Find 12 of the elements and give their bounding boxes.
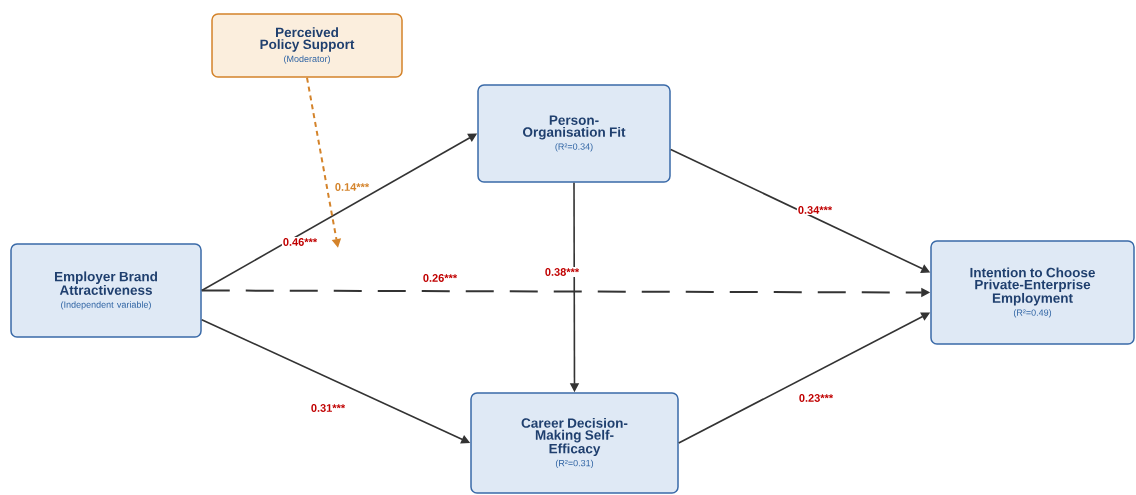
- variable-box: Career Decision-Making Self-Efficacy (R²=0.31): [470, 392, 679, 494]
- variable-box: Intention to Choose Private-Enterprise Employment (R²=0.49): [930, 240, 1135, 345]
- edge-label: 0.14***: [333, 182, 371, 192]
- edge-label: 0.34***: [796, 205, 834, 215]
- edge-label: 0.46***: [281, 237, 319, 247]
- edge-label: 0.23***: [797, 393, 835, 403]
- edge-label: 0.26***: [421, 273, 459, 283]
- variable-box: Employer Brand Attractiveness (Independent variable): [10, 243, 202, 338]
- moderator-box: Perceived Policy Support (Moderator): [211, 13, 403, 78]
- edge-label: 0.38***: [543, 267, 581, 277]
- variable-box: Person-Organisation Fit (R²=0.34): [477, 84, 671, 183]
- edge-label: 0.31***: [309, 403, 347, 413]
